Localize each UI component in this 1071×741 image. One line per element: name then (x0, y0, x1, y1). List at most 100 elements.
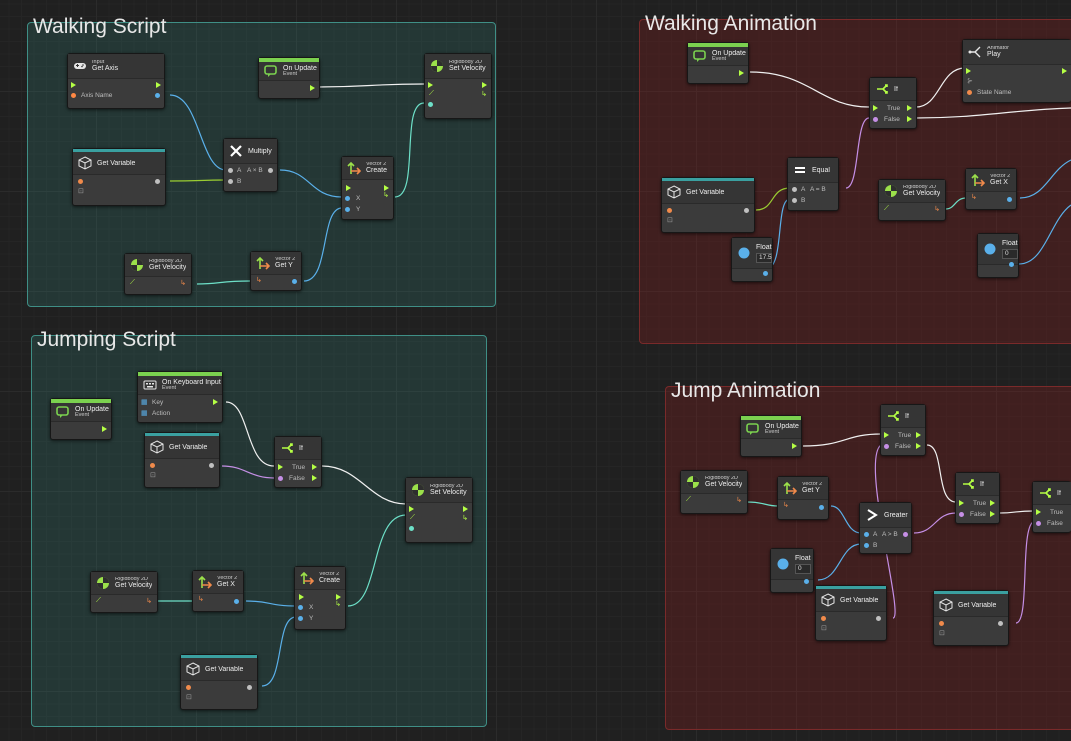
float-value-field[interactable]: 0 (795, 563, 811, 574)
object-input-port[interactable] (821, 616, 826, 621)
y-input-port[interactable] (298, 616, 303, 621)
node-if[interactable]: If True False (869, 77, 917, 129)
true-output-port[interactable] (916, 432, 921, 438)
float-output-port[interactable] (819, 505, 824, 510)
float-output-port[interactable] (292, 279, 297, 284)
node-float[interactable]: Float 0 (977, 233, 1019, 278)
float-output-port[interactable] (1009, 262, 1014, 267)
node-equal[interactable]: Equal A A = B B (787, 157, 839, 211)
float-output-port[interactable] (763, 271, 768, 276)
true-output-port[interactable] (312, 464, 317, 470)
value-output-port[interactable] (998, 621, 1003, 626)
flow-output-port[interactable] (482, 82, 487, 88)
b-input-port[interactable] (228, 179, 233, 184)
node-get-variable[interactable]: Get Variable ⊡ (180, 654, 258, 710)
x-input-port[interactable] (345, 196, 350, 201)
flow-input-port[interactable] (884, 432, 889, 438)
flow-input-port[interactable] (959, 500, 964, 506)
node-get-variable[interactable]: Get Variable ⊡ (933, 590, 1009, 646)
float-value-field[interactable]: 17.5 (756, 252, 772, 263)
flow-output-port[interactable] (156, 82, 161, 88)
flow-output-port[interactable] (310, 85, 315, 91)
value-output-port[interactable] (876, 616, 881, 621)
flow-output-port[interactable] (336, 594, 341, 600)
flow-input-port[interactable] (428, 82, 433, 88)
condition-input-port[interactable] (873, 117, 878, 122)
node-float[interactable]: Float 17.5 (731, 237, 773, 282)
node-get-variable[interactable]: Get Variable ⊡ (72, 148, 166, 206)
float-value-field[interactable]: 0 (1002, 248, 1018, 259)
condition-input-port[interactable] (278, 476, 283, 481)
false-output-port[interactable] (312, 475, 317, 481)
flow-input-port[interactable] (346, 185, 351, 191)
value-output-port[interactable] (247, 685, 252, 690)
flow-output-port[interactable] (1062, 68, 1067, 74)
group-jump-animation[interactable]: Jump Animation (665, 379, 1071, 730)
b-input-port[interactable] (864, 543, 869, 548)
node-get-variable[interactable]: Get Variable ⊡ (815, 585, 887, 641)
condition-input-port[interactable] (1036, 521, 1041, 526)
value-output-port[interactable] (744, 208, 749, 213)
object-input-port[interactable] (186, 685, 191, 690)
vector-input-port[interactable] (428, 102, 433, 107)
flow-output-port[interactable] (792, 443, 797, 449)
vector-input-port[interactable] (409, 526, 414, 531)
a-input-port[interactable] (228, 168, 233, 173)
node-if[interactable]: If True False (955, 472, 1000, 524)
node-get-variable[interactable]: Get Variable ⊡ (661, 177, 755, 233)
object-input-port[interactable] (667, 208, 672, 213)
flow-input-port[interactable] (966, 68, 971, 74)
flow-input-port[interactable] (873, 105, 878, 111)
result-output-port[interactable] (268, 168, 273, 173)
node-greater[interactable]: Greater A A > B B (859, 502, 912, 554)
float-output-port[interactable] (804, 579, 809, 584)
node-get-variable[interactable]: Get Variable ⊡ (144, 432, 220, 488)
value-output-port[interactable] (209, 463, 214, 468)
object-input-port[interactable] (150, 463, 155, 468)
y-input-port[interactable] (345, 207, 350, 212)
string-input-port[interactable] (71, 93, 76, 98)
a-input-port[interactable] (864, 532, 869, 537)
value-output-port[interactable] (155, 179, 160, 184)
flow-output-port[interactable] (102, 426, 107, 432)
false-output-port[interactable] (907, 116, 912, 122)
flow-input-port[interactable] (299, 594, 304, 600)
condition-input-port[interactable] (884, 444, 889, 449)
flow-output-port[interactable] (463, 506, 468, 512)
b-input-port[interactable] (792, 198, 797, 203)
true-output-port[interactable] (990, 500, 995, 506)
node-float[interactable]: Float 0 (770, 548, 814, 593)
flow-output-port[interactable] (213, 399, 218, 405)
flow-input-port[interactable] (278, 464, 283, 470)
object-input-port[interactable] (78, 179, 83, 184)
node-if[interactable]: If True False (274, 436, 322, 488)
node-if[interactable]: If True False (1032, 481, 1071, 533)
flow-input-port[interactable] (409, 506, 414, 512)
false-output-port[interactable] (916, 443, 921, 449)
float-output-port[interactable] (155, 93, 160, 98)
float-output-port[interactable] (234, 599, 239, 604)
string-input-port[interactable] (967, 90, 972, 95)
node-if[interactable]: If True False (880, 404, 926, 456)
x-input-port[interactable] (298, 605, 303, 610)
flow-input-port[interactable] (71, 82, 76, 88)
